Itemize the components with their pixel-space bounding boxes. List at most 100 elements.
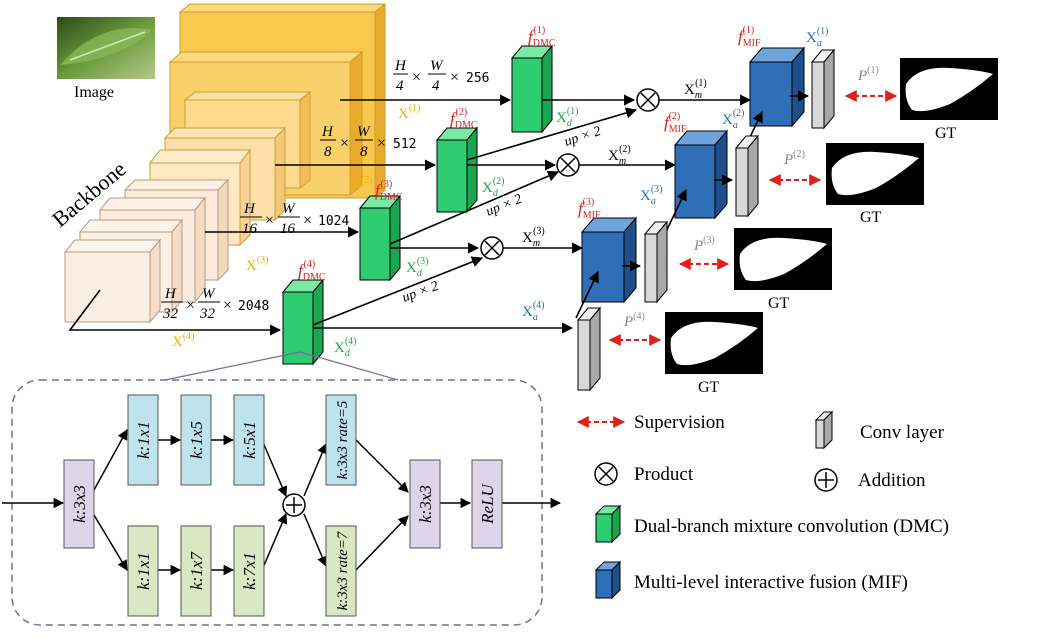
dmc-labels: fDMC(1) fDMC(2) fDMC(3) fDMC(4) <box>298 25 556 283</box>
mif-blocks <box>580 46 806 304</box>
legend-mif: Multi-level interactive fusion (MIF) <box>594 560 908 600</box>
mif-label-3: fMIF(3) <box>578 197 601 221</box>
svg-text:4: 4 <box>432 78 440 94</box>
mif-to-conv <box>622 90 810 272</box>
legend-conv-layer: Conv layer <box>814 410 945 450</box>
gt-label-3: GT <box>768 295 790 312</box>
xa-labels: Xa(1) Xa(2) Xa(3) Xa(4) <box>522 26 829 323</box>
svg-text:k:1x1: k:1x1 <box>134 421 153 459</box>
p-label-2: P(2) <box>783 149 805 168</box>
dmc-zoom-lines <box>164 351 399 381</box>
svg-text:H: H <box>243 201 256 217</box>
gt-image-1 <box>900 58 998 120</box>
xm-label-1: Xm(1) <box>684 78 707 101</box>
xd-label-3: Xd(3) <box>406 256 429 279</box>
xd-label-2: Xd(2) <box>482 176 505 199</box>
svg-text:×: × <box>265 212 274 229</box>
svg-text:×: × <box>340 135 349 152</box>
legend-product: Product <box>594 462 694 486</box>
input-image <box>57 17 155 79</box>
x2-label: X(2) <box>350 175 373 194</box>
box-relu <box>471 459 503 549</box>
dmc-label-4: fDMC(4) <box>298 259 326 283</box>
svg-text:×: × <box>377 135 386 152</box>
p-labels: P(1) P(2) P(3) P(4) <box>623 65 879 330</box>
p-label-1: P(1) <box>857 65 879 84</box>
backbone-pale-blocks <box>63 178 230 324</box>
xd-label-1: Xd(1) <box>556 106 579 129</box>
dmc-block-2 <box>435 126 479 214</box>
detail-arrows <box>2 429 562 576</box>
p-label-4: P(4) <box>623 311 645 330</box>
svg-text:k:1x5: k:1x5 <box>187 421 206 459</box>
product-icon-2 <box>556 153 580 177</box>
feature-size-2: H 8 × W 8 × 512 <box>320 124 416 160</box>
xa-label-3: Xa(3) <box>640 184 663 207</box>
svg-text:32: 32 <box>162 306 179 322</box>
legend-addition: Addition <box>814 468 926 492</box>
dmc-label-2: fDMC(2) <box>450 107 478 131</box>
svg-text:Conv layer: Conv layer <box>860 422 945 443</box>
legend-dmc: Dual-branch mixture convolution (DMC) <box>594 504 949 544</box>
svg-text:×: × <box>412 69 421 86</box>
conv-layer-1 <box>810 48 836 130</box>
box-first-conv <box>63 459 95 549</box>
svg-text:k:1x1: k:1x1 <box>134 552 153 590</box>
svg-text:H: H <box>321 124 334 140</box>
product-icon-1 <box>636 88 660 112</box>
feature-size-3: H 16 × W 16 × 1024 <box>240 201 349 237</box>
dmc-connections <box>312 94 638 334</box>
svg-text:16: 16 <box>280 221 296 237</box>
box-top-3 <box>233 394 265 486</box>
svg-text:H: H <box>164 286 177 302</box>
x-labels: X(1) X(2) X(3) X(4) <box>172 103 421 350</box>
mif-label-1: fMIF(1) <box>738 25 761 49</box>
addition-node <box>282 493 306 517</box>
conv-layer-2 <box>734 134 760 218</box>
svg-text:Multi-level interactive fusion: Multi-level interactive fusion (MIF) <box>634 572 908 593</box>
svg-text:k:3x3: k:3x3 <box>416 485 435 523</box>
svg-text:k:7x1: k:7x1 <box>240 552 259 590</box>
svg-text:256: 256 <box>466 71 489 86</box>
xa-label-4: Xa(4) <box>522 300 545 323</box>
product-icon-3 <box>480 236 504 260</box>
svg-text:k:3x3 rate=5: k:3x3 rate=5 <box>335 400 351 479</box>
svg-text:k:1x7: k:1x7 <box>187 551 206 590</box>
xa-label-2: Xa(2) <box>722 108 745 131</box>
gt-labels: GT GT GT GT <box>698 125 957 396</box>
gt-image-2 <box>826 143 924 205</box>
svg-text:k:5x1: k:5x1 <box>240 421 259 459</box>
x3-label: X(3) <box>246 255 269 274</box>
svg-text:Dual-branch mixture convolutio: Dual-branch mixture convolution (DMC) <box>634 516 949 537</box>
svg-text:k:3x3 rate=7: k:3x3 rate=7 <box>335 530 351 610</box>
xm-label-2: Xm(2) <box>608 144 631 167</box>
feature-size-1: H 4 × W 4 × 256 <box>393 58 489 94</box>
detail-boxes <box>63 394 503 617</box>
gt-label-4: GT <box>698 379 720 396</box>
svg-text:Product: Product <box>634 464 694 485</box>
svg-text:×: × <box>450 69 459 86</box>
svg-text:4: 4 <box>396 78 404 94</box>
svg-text:512: 512 <box>393 137 416 152</box>
legend: Supervision Conv layer Product Addition <box>576 410 949 600</box>
mif-block-1 <box>748 46 806 128</box>
svg-text:k:3x3: k:3x3 <box>70 485 89 523</box>
mif-block-2 <box>673 129 729 220</box>
xd-label-4: Xd(4) <box>334 336 357 359</box>
box-top-1 <box>127 394 159 486</box>
dmc-block-3 <box>358 194 402 282</box>
addition-icon-legend <box>814 468 838 492</box>
box-bottom-3 <box>233 525 265 617</box>
svg-text:W: W <box>357 124 371 140</box>
svg-text:Supervision: Supervision <box>634 412 725 433</box>
xm-label-3: Xm(3) <box>522 226 545 249</box>
svg-text:H: H <box>394 58 407 74</box>
svg-text:ReLU: ReLU <box>478 482 497 524</box>
supervision-arrows <box>608 90 898 346</box>
mif-labels: fMIF(1) fMIF(2) fMIF(3) <box>578 25 761 221</box>
conv-layer-3 <box>643 220 669 304</box>
svg-text:32: 32 <box>199 306 216 322</box>
gt-image-4 <box>665 312 763 374</box>
svg-text:Addition: Addition <box>858 470 926 491</box>
